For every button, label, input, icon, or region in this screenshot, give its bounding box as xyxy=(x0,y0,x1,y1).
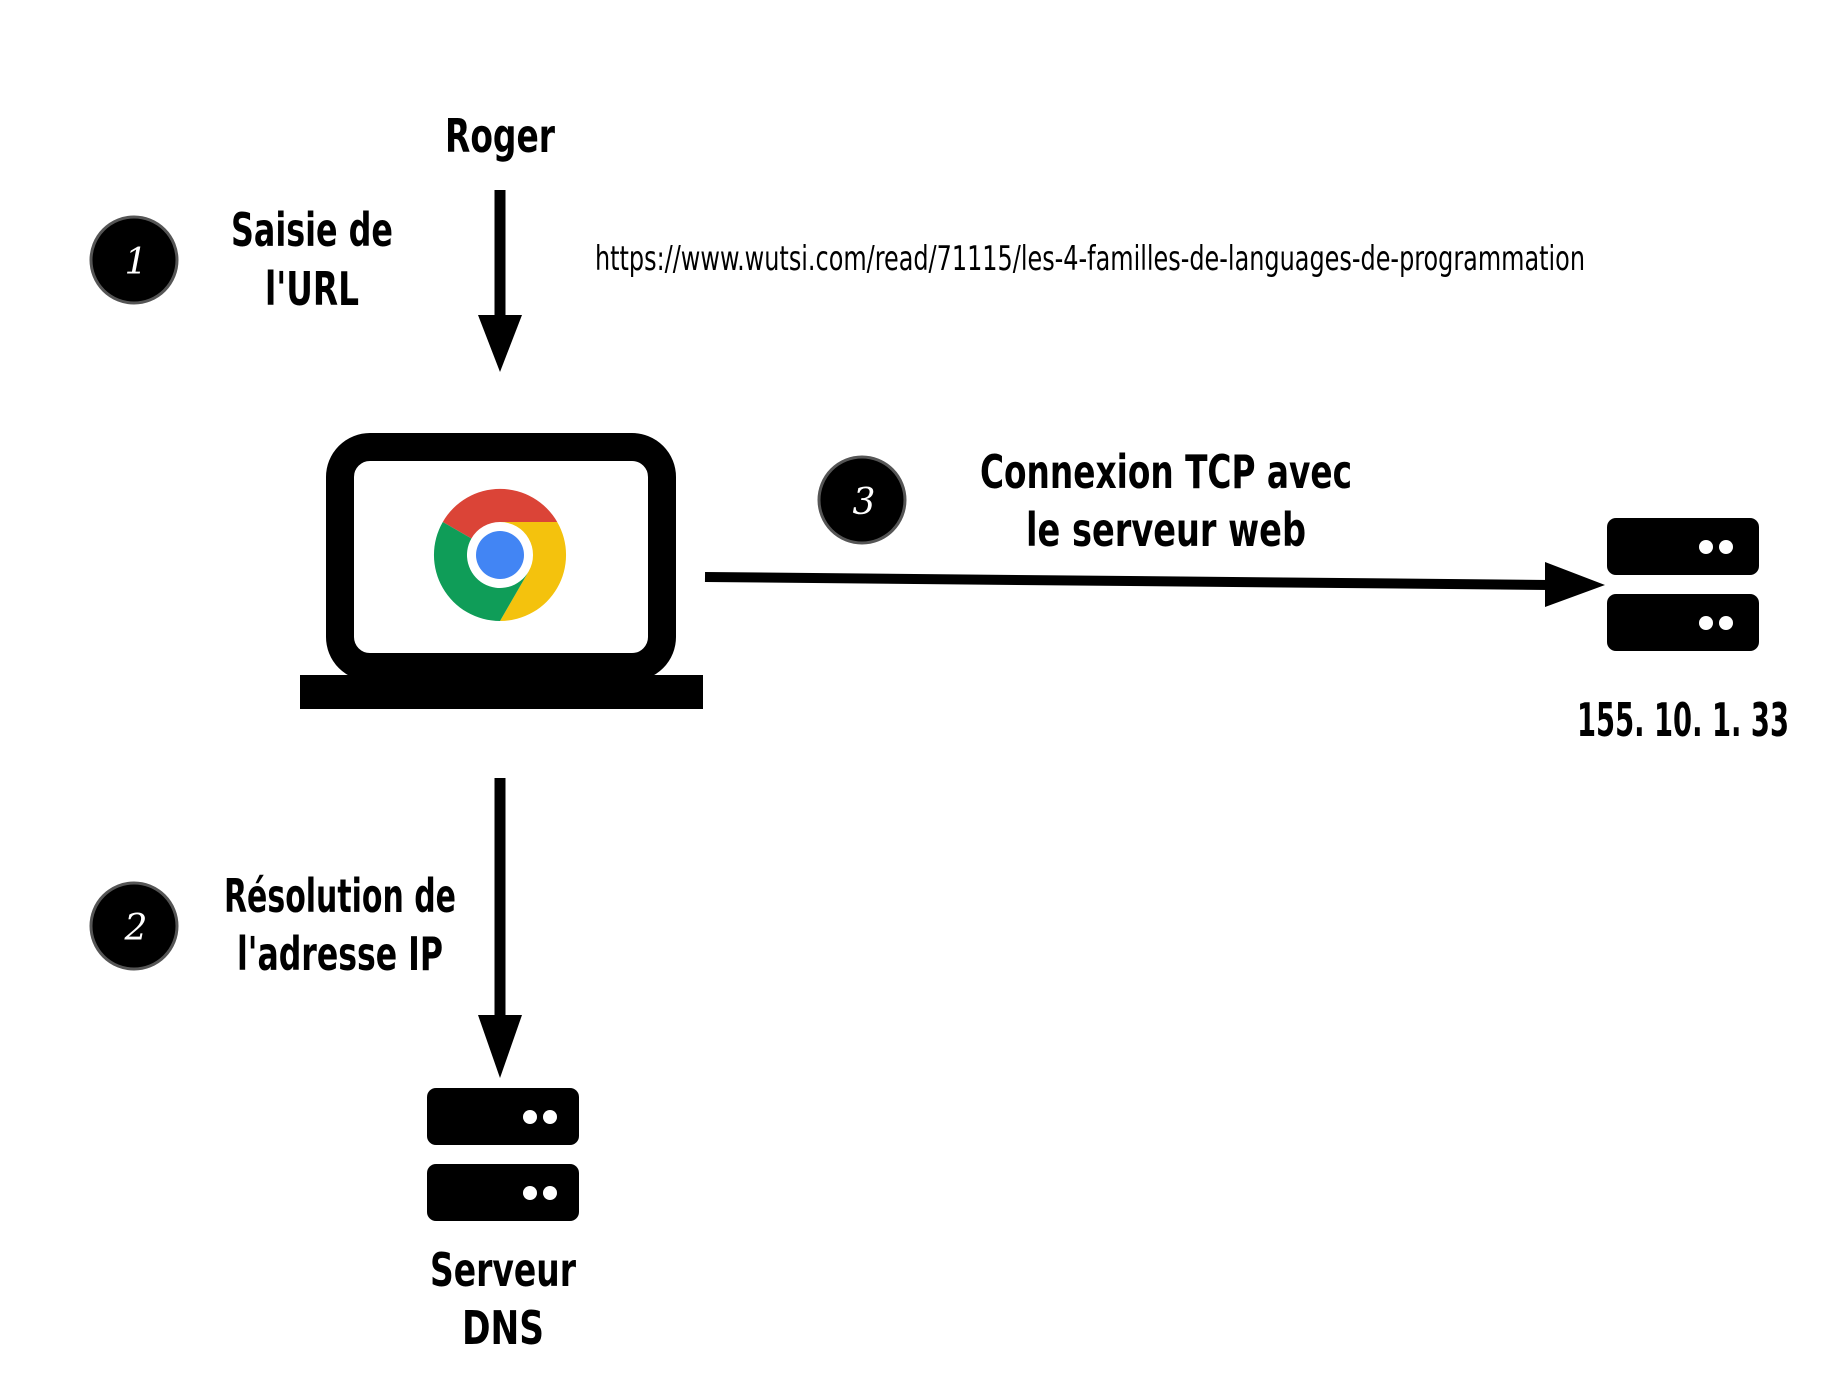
laptop-icon xyxy=(300,433,703,709)
url-text: https://www.wutsi.com/read/71115/les-4-f… xyxy=(595,239,1585,279)
arrow-laptop-to-web-server xyxy=(704,562,1605,607)
chrome-icon xyxy=(433,488,567,621)
step-2-label-line2: l'adresse IP xyxy=(237,927,443,981)
step-3-number: 3 xyxy=(853,482,876,523)
user-label: Roger xyxy=(445,109,555,163)
dns-server-label-line1: Serveur xyxy=(430,1243,576,1297)
step-1-label-line2: l'URL xyxy=(265,262,359,316)
step-1-number: 1 xyxy=(125,242,148,283)
dns-server-label-line2: DNS xyxy=(462,1301,544,1355)
step-3-label-line1: Connexion TCP avec xyxy=(980,445,1352,499)
step-2-label-line1: Résolution de xyxy=(224,869,456,923)
step-2-badge: 2 xyxy=(89,881,179,971)
step-1-badge: 1 xyxy=(89,215,179,305)
dns-server-icon xyxy=(427,1088,579,1221)
step-3-label-line2: le serveur web xyxy=(1026,503,1306,557)
web-server-ip: 155. 10. 1. 33 xyxy=(1577,693,1789,747)
web-server-icon xyxy=(1607,518,1759,651)
step-1-label-line1: Saisie de xyxy=(231,203,393,257)
step-2-number: 2 xyxy=(124,908,148,949)
step-3-badge: 3 xyxy=(817,455,907,545)
arrow-laptop-to-dns xyxy=(478,778,522,1078)
arrow-user-to-laptop xyxy=(478,190,522,372)
